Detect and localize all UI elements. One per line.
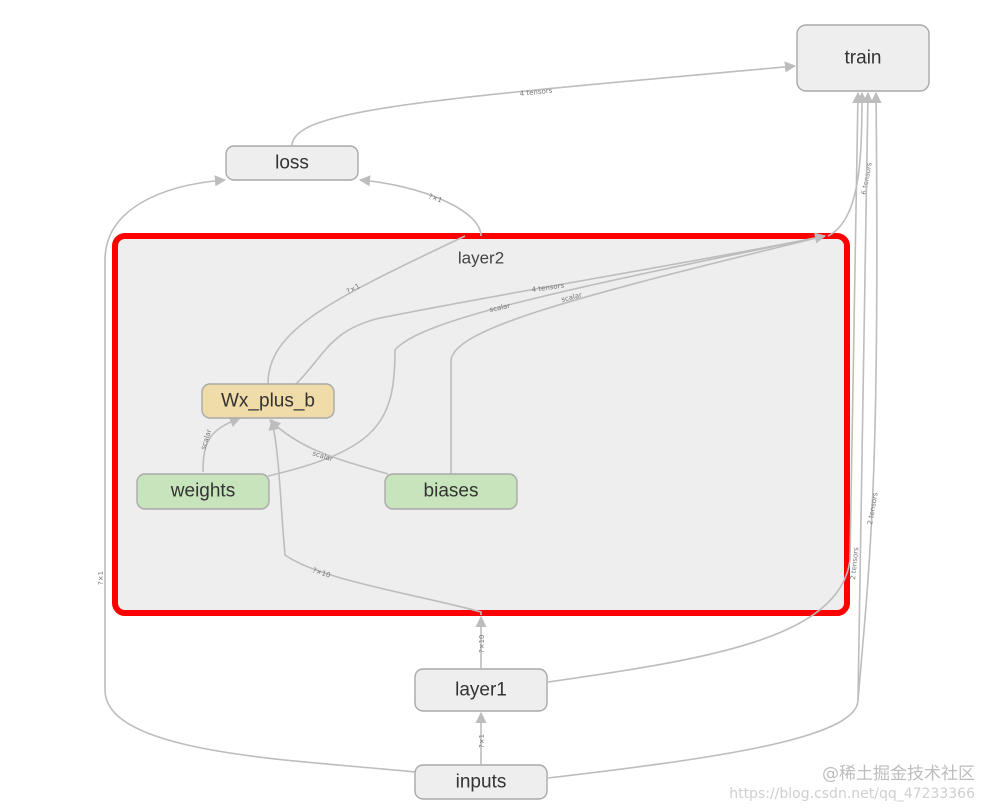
edge-loss-train bbox=[291, 61, 797, 147]
node-layer1-label: layer1 bbox=[455, 680, 507, 701]
node-train-label: train bbox=[845, 48, 882, 69]
edge-weights-wx bbox=[202, 416, 242, 473]
watermark-line2: https://blog.csdn.net/qq_47233366 bbox=[729, 786, 975, 802]
edge-biases-train bbox=[450, 235, 826, 474]
layer2-label: layer2 bbox=[458, 249, 504, 268]
edge-biases-wx bbox=[269, 419, 389, 475]
node-train[interactable]: train bbox=[796, 24, 930, 92]
edge-inputs-train-2 bbox=[857, 91, 882, 701]
edge-label-inputs-loss: ?×1 bbox=[97, 571, 105, 585]
node-loss[interactable]: loss bbox=[225, 145, 359, 181]
edge-layer1-train bbox=[547, 91, 864, 683]
node-inputs[interactable]: inputs bbox=[414, 764, 548, 800]
edge-inputs-train bbox=[547, 91, 874, 779]
node-loss-label: loss bbox=[275, 153, 309, 174]
watermark: @稀土掘金技术社区 https://blog.csdn.net/qq_47233… bbox=[729, 766, 975, 803]
edge-layer1-wx bbox=[268, 418, 482, 615]
edge-wx-layer2 bbox=[267, 235, 466, 385]
node-wx-plus-b[interactable]: Wx_plus_b bbox=[201, 383, 335, 419]
node-weights-label: weights bbox=[170, 481, 235, 502]
edge-label-layer1-layer2: ?×10 bbox=[478, 635, 486, 654]
node-layer1[interactable]: layer1 bbox=[414, 668, 548, 712]
node-biases-label: biases bbox=[424, 481, 479, 502]
edge-label-layer1-train: 2 tensors bbox=[849, 547, 860, 581]
edge-label-inputs-layer1: ?×1 bbox=[478, 734, 486, 748]
edge-label-layer2-loss: ?×1 bbox=[427, 192, 443, 204]
edge-label-loss-train: 4 tensors bbox=[519, 87, 553, 98]
edge-weights-train bbox=[267, 235, 826, 477]
node-biases[interactable]: biases bbox=[384, 473, 518, 510]
node-inputs-label: inputs bbox=[456, 772, 507, 793]
watermark-line1: @稀土掘金技术社区 bbox=[822, 764, 975, 784]
edge-inputs-loss bbox=[104, 175, 416, 773]
edge-layer2-loss bbox=[358, 175, 482, 237]
edge-label-inputs-train: 2 tensors bbox=[866, 491, 880, 525]
node-weights[interactable]: weights bbox=[136, 473, 270, 510]
edge-wx-out-train bbox=[295, 232, 827, 385]
node-wx-plus-b-label: Wx_plus_b bbox=[221, 391, 315, 412]
